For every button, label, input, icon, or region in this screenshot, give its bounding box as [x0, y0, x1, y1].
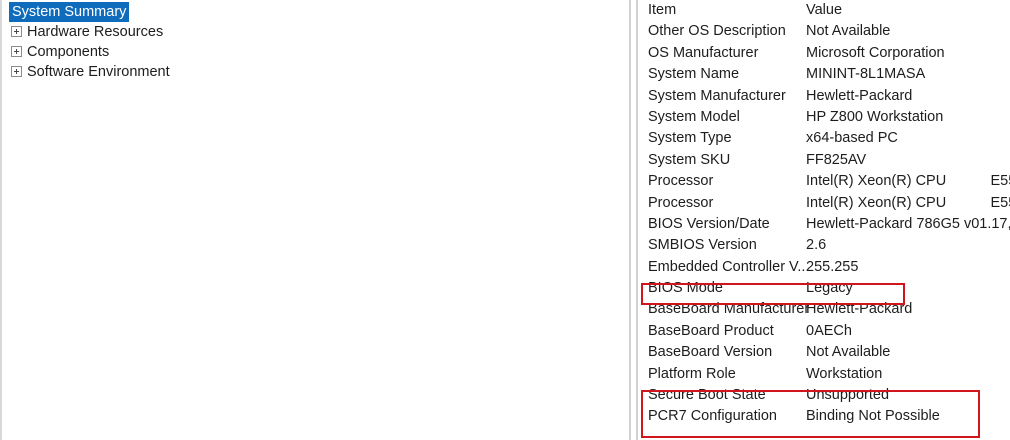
table-row[interactable]: OS Manufacturer Microsoft Corporation	[640, 43, 1010, 64]
tree-item-label: Hardware Resources	[27, 24, 164, 40]
row-item: Processor	[648, 194, 714, 211]
row-item: System Type	[648, 130, 732, 147]
row-item: OS Manufacturer	[648, 44, 759, 61]
table-row[interactable]: Other OS Description Not Available	[640, 21, 1010, 42]
row-value: 0AECh	[806, 322, 852, 339]
navigation-tree-pane: System Summary Hardware Resources Compon…	[0, 0, 628, 440]
column-header-value[interactable]: Value	[806, 2, 843, 18]
row-item: BIOS Mode	[648, 280, 723, 297]
row-value: Intel(R) Xeon(R) CPU E5506	[806, 173, 1010, 190]
row-item: Embedded Controller V...	[648, 258, 810, 275]
expand-plus-icon[interactable]	[10, 65, 23, 78]
pane-splitter[interactable]	[628, 0, 640, 440]
expand-plus-icon[interactable]	[10, 45, 23, 58]
table-row[interactable]: BIOS Version/Date Hewlett-Packard 786G5 …	[640, 214, 1010, 235]
row-value: MININT-8L1MASA	[806, 66, 926, 83]
row-item: BaseBoard Version	[648, 344, 773, 361]
row-item: Processor	[648, 173, 714, 190]
expand-plus-icon[interactable]	[10, 25, 23, 38]
column-header-item[interactable]: Item	[648, 2, 677, 18]
row-item: System Name	[648, 66, 740, 83]
row-item: Other OS Description	[648, 23, 786, 40]
row-value: Hewlett-Packard	[806, 301, 913, 318]
row-item: BaseBoard Product	[648, 322, 774, 339]
row-value: HP Z800 Workstation	[806, 108, 944, 125]
table-row[interactable]: System Type x64-based PC	[640, 128, 1010, 149]
row-value: Microsoft Corporation	[806, 44, 945, 61]
splitter-line-right	[636, 0, 638, 440]
tree-item-hardware-resources[interactable]: Hardware Resources	[2, 22, 628, 42]
tree-item-components[interactable]: Components	[2, 42, 628, 62]
table-row[interactable]: BaseBoard Manufacturer Hewlett-Packard	[640, 299, 1010, 320]
tree-item-software-environment[interactable]: Software Environment	[2, 62, 628, 82]
row-value: Unsupported	[806, 387, 890, 404]
row-item: System Model	[648, 108, 740, 125]
row-item: BIOS Version/Date	[648, 215, 770, 232]
row-item: SMBIOS Version	[648, 237, 757, 254]
row-item: System SKU	[648, 151, 731, 168]
row-value: Not Available	[806, 23, 891, 40]
row-value: Not Available	[806, 344, 891, 361]
table-row[interactable]: Embedded Controller V... 255.255	[640, 257, 1010, 278]
table-row[interactable]: BaseBoard Version Not Available	[640, 342, 1010, 363]
row-value: Workstation	[806, 365, 883, 382]
row-value: Intel(R) Xeon(R) CPU E5506	[806, 194, 1010, 211]
splitter-line-left	[629, 0, 631, 440]
row-value: x64-based PC	[806, 130, 898, 147]
row-item: BaseBoard Manufacturer	[648, 301, 810, 318]
table-row[interactable]: Platform Role Workstation	[640, 364, 1010, 385]
tree-item-label: Software Environment	[27, 64, 170, 80]
table-row[interactable]: Processor Intel(R) Xeon(R) CPU E5506	[640, 171, 1010, 192]
row-value: 2.6	[806, 237, 827, 254]
table-row[interactable]: System Name MININT-8L1MASA	[640, 64, 1010, 85]
row-item: System Manufacturer	[648, 87, 786, 104]
table-row-bios-mode[interactable]: BIOS Mode Legacy	[640, 278, 1010, 299]
table-row[interactable]: SMBIOS Version 2.6	[640, 235, 1010, 256]
table-row[interactable]: System Model HP Z800 Workstation	[640, 107, 1010, 128]
tree-item-label: System Summary	[9, 2, 130, 22]
row-item: Secure Boot State	[648, 387, 766, 404]
row-item: Platform Role	[648, 365, 736, 382]
row-value: 255.255	[806, 258, 859, 275]
table-row[interactable]: Processor Intel(R) Xeon(R) CPU E5506	[640, 193, 1010, 214]
table-row-secure-boot-state[interactable]: Secure Boot State Unsupported	[640, 385, 1010, 406]
table-row[interactable]: BaseBoard Product 0AECh	[640, 321, 1010, 342]
row-value: FF825AV	[806, 151, 867, 168]
row-value: Legacy	[806, 280, 853, 297]
row-value: Binding Not Possible	[806, 408, 940, 425]
detail-list-pane: Item Value Other OS Description Not Avai…	[640, 0, 1010, 440]
row-value: Hewlett-Packard 786G5 v01.17, 8/	[806, 215, 1010, 232]
row-item: PCR7 Configuration	[648, 408, 777, 425]
row-value: Hewlett-Packard	[806, 87, 913, 104]
table-row[interactable]: System Manufacturer Hewlett-Packard	[640, 86, 1010, 107]
table-row[interactable]: System SKU FF825AV	[640, 150, 1010, 171]
tree-item-system-summary[interactable]: System Summary	[2, 2, 628, 22]
detail-list-header: Item Value	[640, 0, 1010, 21]
table-row-pcr7-configuration[interactable]: PCR7 Configuration Binding Not Possible	[640, 406, 1010, 427]
tree-item-label: Components	[27, 44, 110, 60]
